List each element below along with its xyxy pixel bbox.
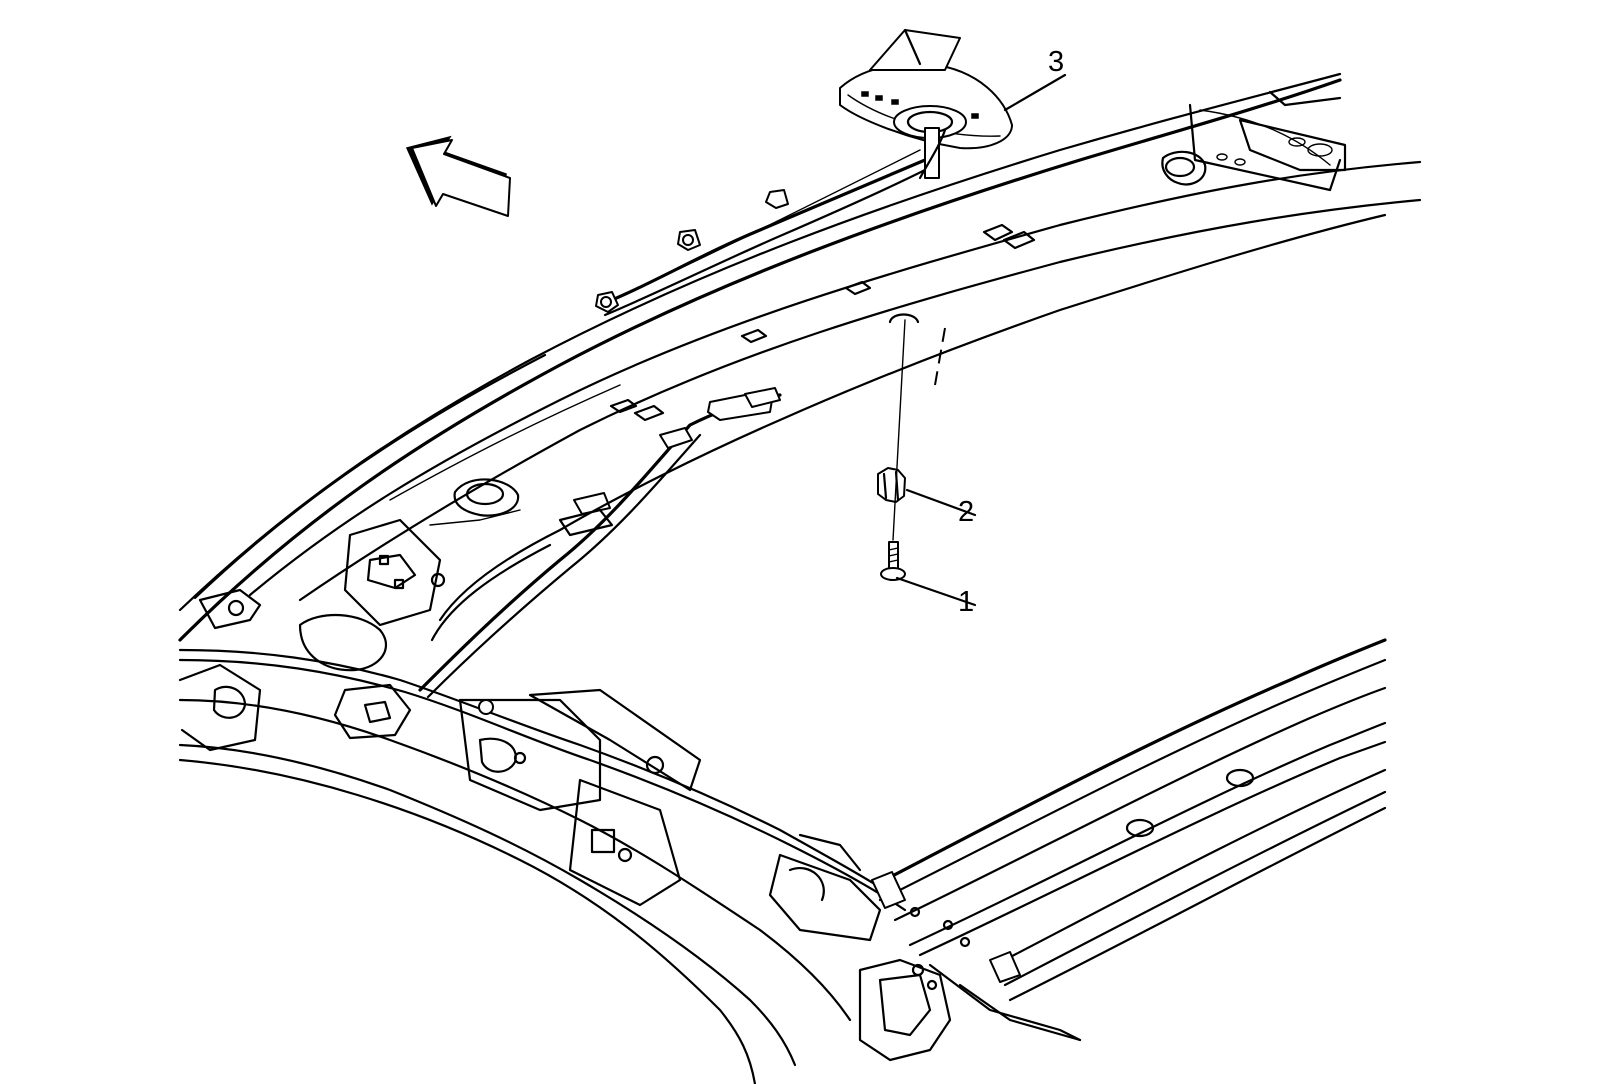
body-structure (178, 518, 952, 1084)
explode-lines (892, 319, 946, 541)
leader-lines (895, 73, 1067, 607)
wiring-harness (418, 149, 927, 699)
antenna-bolt (880, 541, 906, 581)
direction-arrow-icon (405, 135, 511, 217)
roof-opening-edge (430, 213, 1387, 642)
roof-rail (178, 72, 1422, 642)
callout-label-2: 2 (958, 496, 975, 528)
rear-rail (871, 638, 1387, 1042)
antenna-nut (877, 467, 906, 503)
roof-antenna (839, 28, 1013, 180)
callout-label-3: 3 (1048, 46, 1065, 78)
callout-label-1: 1 (958, 586, 975, 618)
